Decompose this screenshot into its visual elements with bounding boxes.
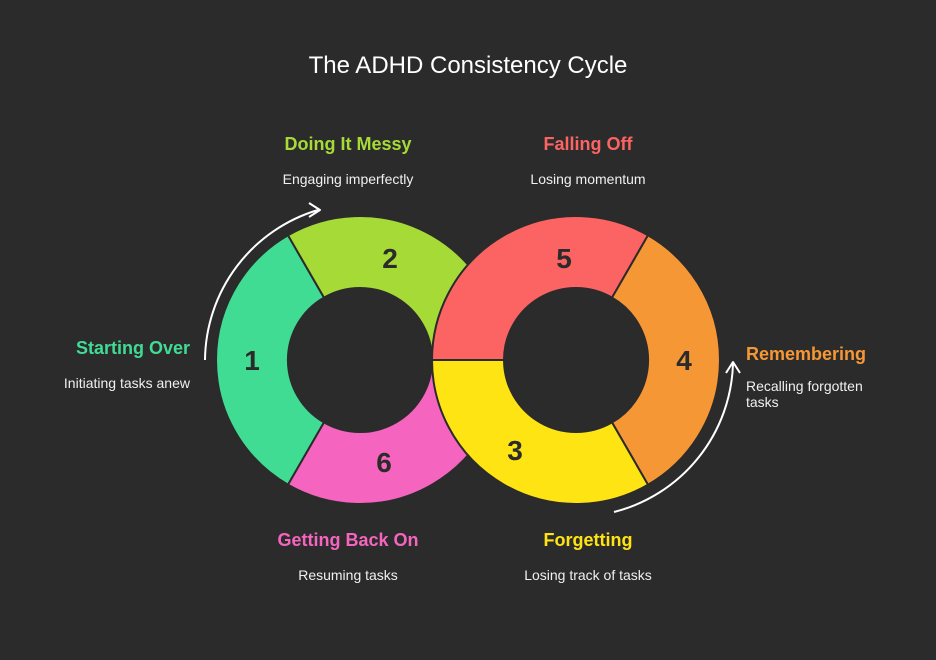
segment-number-1: 1 bbox=[244, 345, 260, 376]
label-starting-over: Starting Over bbox=[75, 338, 190, 358]
diagram-title: The ADHD Consistency Cycle bbox=[308, 52, 628, 79]
desc-starting-over: Initiating tasks anew bbox=[63, 375, 190, 391]
label-doing-it-messy: Doing It Messy bbox=[284, 134, 412, 154]
desc-falling-off: Losing momentum bbox=[530, 171, 646, 187]
segment-number-6: 6 bbox=[376, 447, 392, 478]
desc-forgetting: Losing track of tasks bbox=[524, 567, 652, 583]
segment-number-2: 2 bbox=[382, 243, 398, 274]
segment-number-5: 5 bbox=[556, 243, 572, 274]
segment-remembering bbox=[610, 233, 721, 487]
arrowhead-lower-right-icon bbox=[725, 361, 741, 374]
segment-forgetting bbox=[430, 359, 650, 505]
label-getting-back-on: Getting Back On bbox=[277, 530, 419, 550]
segment-falling-off bbox=[430, 215, 650, 361]
segment-starting-over bbox=[215, 233, 326, 487]
flow-arrow-lower-right bbox=[613, 363, 734, 513]
desc-doing-it-messy: Engaging imperfectly bbox=[282, 171, 414, 187]
arrowhead-upper-left-icon bbox=[308, 202, 321, 218]
label-falling-off: Falling Off bbox=[543, 134, 633, 154]
flow-arrow-upper-left bbox=[204, 209, 319, 361]
segment-number-3: 3 bbox=[507, 435, 523, 466]
label-remembering: Remembering bbox=[746, 344, 867, 364]
segment-number-4: 4 bbox=[676, 345, 692, 376]
desc-remembering: Recalling forgotten tasks bbox=[746, 378, 863, 410]
label-forgetting: Forgetting bbox=[543, 530, 633, 550]
desc-getting-back-on: Resuming tasks bbox=[298, 567, 398, 583]
